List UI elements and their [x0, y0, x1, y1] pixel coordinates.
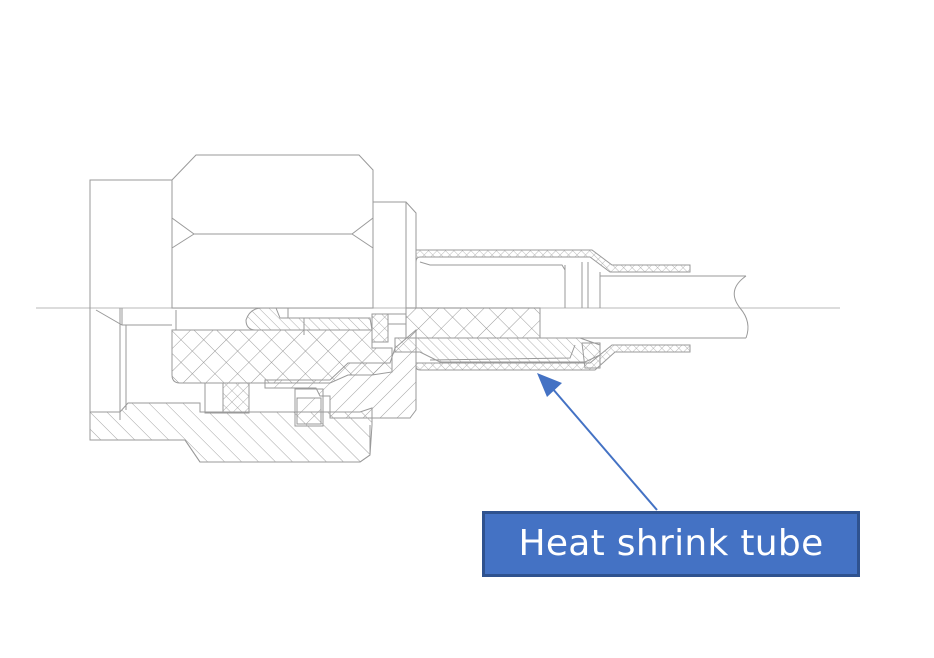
cable-dielectric — [405, 307, 541, 339]
heat-shrink-tube-lower — [415, 344, 691, 371]
heat-shrink-tube-callout: Heat shrink tube — [482, 511, 860, 577]
center-contact-hatched — [245, 307, 373, 331]
gasket — [222, 382, 250, 414]
heat-shrink-tube-upper — [415, 249, 691, 273]
callout-label: Heat shrink tube — [518, 523, 824, 564]
coupling-nut — [171, 154, 417, 309]
retaining-ring — [294, 388, 324, 427]
dielectric-insulator — [171, 329, 393, 384]
callout-arrow — [537, 373, 658, 511]
coaxial-cable — [540, 275, 749, 339]
insulator-washer — [371, 313, 389, 343]
